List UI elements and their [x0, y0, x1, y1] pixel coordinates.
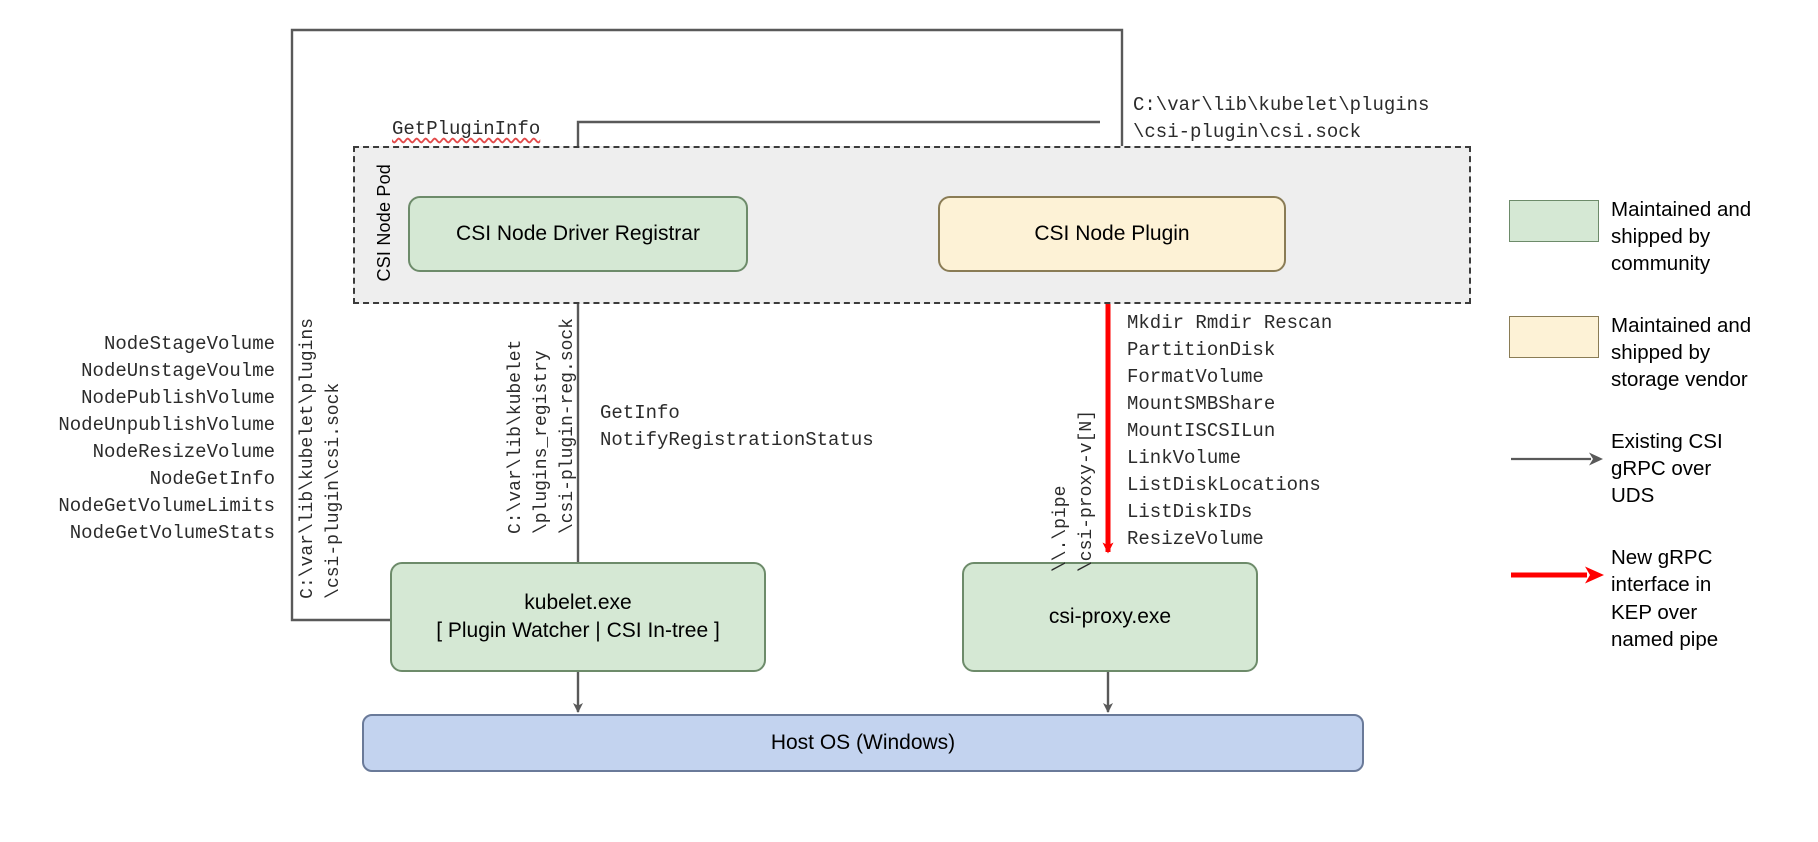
legend: Maintained and shipped by community Main… — [1509, 196, 1809, 688]
label-registry-path-line3: \csi-plugin-reg.sock — [558, 318, 579, 535]
label-left-socket-path: C:\var\lib\kubelet\plugins \csi-plugin\c… — [295, 318, 347, 599]
legend-swatch-yellow-icon — [1509, 316, 1599, 359]
node-rpc-call-item: NodeUnpublishVolume — [58, 413, 275, 436]
node-rpc-call-item: NodeResizeVolume — [92, 440, 275, 463]
node-csi-node-driver-registrar[interactable]: CSI Node Driver Registrar — [408, 196, 748, 272]
node-rpc-call-item: NodeUnstageVoulme — [81, 359, 275, 382]
node-rpc-call-item: NodeGetInfo — [149, 467, 275, 490]
node-rpc-call-item: NodeStageVolume — [103, 333, 275, 355]
node-csi-node-plugin[interactable]: CSI Node Plugin — [938, 196, 1286, 272]
label-registry-path: C:\var\lib\kubelet \plugins_registry \cs… — [503, 318, 581, 534]
label-plugin-socket-path-line2: \csi-plugin\csi.sock — [1133, 120, 1362, 143]
proxy-rpc-call-item: Mkdir Rmdir Rescan — [1127, 312, 1333, 334]
node-csi-proxy-exe[interactable]: csi-proxy.exe — [962, 562, 1258, 672]
legend-swatch-green-icon — [1509, 200, 1599, 242]
label-get-plugin-info-wrap: GetPluginInfo — [392, 116, 540, 143]
node-kubelet-exe-label: kubelet.exe — [524, 591, 632, 615]
red-arrow-icon — [1511, 566, 1604, 584]
node-kubelet-exe-sublabel: [ Plugin Watcher | CSI In-tree ] — [436, 619, 720, 642]
node-rpc-call-item: NodePublishVolume — [81, 386, 275, 409]
node-rpc-call-item: NodeGetVolumeStats — [69, 521, 275, 544]
legend-swatch-wrap — [1509, 196, 1611, 242]
proxy-rpc-call-item: FormatVolume — [1127, 365, 1264, 388]
proxy-rpc-call-item: PartitionDisk — [1127, 338, 1276, 361]
legend-item-new-grpc-label: New gRPC interface in KEP over named pip… — [1611, 546, 1719, 651]
legend-item-community-label: Maintained and shipped by community — [1611, 198, 1752, 276]
label-plugin-socket-path: C:\var\lib\kubelet\plugins \csi-plugin\c… — [1133, 92, 1429, 146]
label-pipe-path-line2: \csi-proxy-v[N] — [1077, 410, 1098, 573]
label-pipe-path: \\.\pipe \csi-proxy-v[N] — [1048, 410, 1100, 572]
label-registration-calls: GetInfo NotifyRegistrationStatus — [600, 400, 874, 454]
legend-item-existing-grpc-label: Existing CSI gRPC over UDS — [1611, 430, 1723, 508]
label-left-socket-path-line1: C:\var\lib\kubelet\plugins — [298, 318, 318, 599]
proxy-rpc-call-item: ListDiskIDs — [1127, 500, 1253, 523]
node-csi-proxy-exe-label: csi-proxy.exe — [1048, 605, 1172, 629]
proxy-rpc-call-item: ResizeVolume — [1127, 527, 1264, 550]
node-rpc-call-item: NodeGetVolumeLimits — [58, 494, 275, 517]
csi-node-pod-label: CSI Node Pod — [374, 164, 394, 282]
label-registration-calls-line1: GetInfo — [600, 402, 680, 424]
legend-item-storage-vendor-label: Maintained and shipped by storage vendor — [1611, 314, 1752, 392]
legend-item-new-grpc: New gRPC interface in KEP over named pip… — [1509, 544, 1809, 652]
proxy-rpc-call-item: MountSMBShare — [1127, 392, 1276, 415]
label-pipe-path-line1: \\.\pipe — [1051, 485, 1071, 573]
label-registry-path-line1: C:\var\lib\kubelet — [506, 339, 526, 535]
legend-swatch-wrap — [1509, 428, 1611, 472]
node-csi-node-plugin-label: CSI Node Plugin — [1034, 222, 1190, 246]
proxy-rpc-call-item: LinkVolume — [1127, 446, 1242, 469]
proxy-rpc-call-list: Mkdir Rmdir Rescan PartitionDisk FormatV… — [1127, 310, 1332, 553]
legend-item-existing-grpc: Existing CSI gRPC over UDS — [1509, 428, 1809, 509]
node-rpc-call-list: NodeStageVolume NodeUnstageVoulme NodePu… — [20, 331, 275, 547]
label-registration-calls-line2: NotifyRegistrationStatus — [600, 428, 874, 451]
proxy-rpc-call-item: ListDiskLocations — [1127, 473, 1321, 496]
legend-item-community: Maintained and shipped by community — [1509, 196, 1809, 277]
legend-swatch-wrap — [1509, 312, 1611, 359]
node-host-os-label: Host OS (Windows) — [770, 731, 956, 755]
label-left-socket-path-line2: \csi-plugin\csi.sock — [324, 382, 345, 599]
legend-item-storage-vendor: Maintained and shipped by storage vendor — [1509, 312, 1809, 393]
node-host-os[interactable]: Host OS (Windows) — [362, 714, 1364, 772]
gray-arrow-icon — [1511, 452, 1603, 466]
node-kubelet-exe[interactable]: kubelet.exe [ Plugin Watcher | CSI In-tr… — [390, 562, 766, 672]
node-csi-node-driver-registrar-label: CSI Node Driver Registrar — [456, 222, 700, 246]
legend-swatch-wrap — [1509, 544, 1611, 588]
proxy-rpc-call-item: MountISCSILun — [1127, 419, 1276, 442]
label-registry-path-line2: \plugins_registry — [532, 350, 553, 535]
label-get-plugin-info: GetPluginInfo — [392, 118, 541, 140]
label-plugin-socket-path-line1: C:\var\lib\kubelet\plugins — [1133, 94, 1430, 116]
